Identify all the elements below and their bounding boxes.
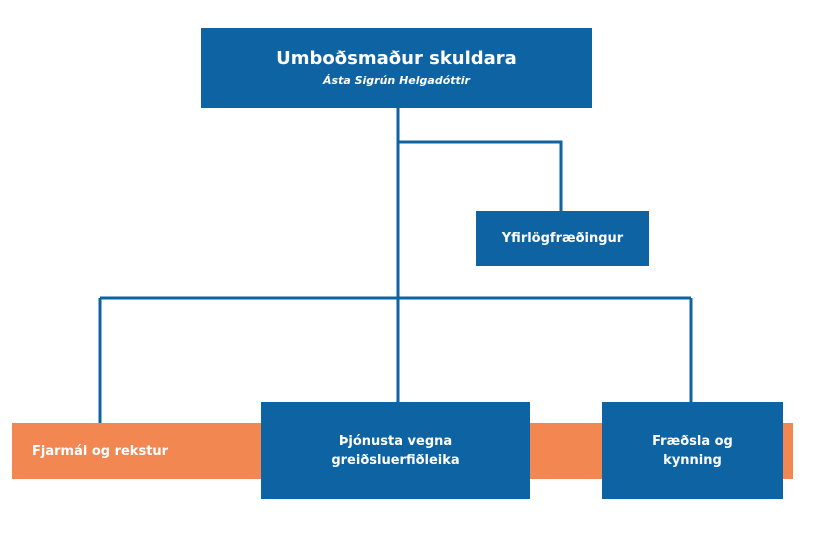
service-label-line2: greiðsluerfiðleika	[331, 452, 460, 468]
director-name: Ásta Sigrún Helgadóttir	[323, 73, 470, 87]
legal-counsel-label: Yfirlögfræðingur	[501, 231, 624, 246]
education-label-line1: Fræðsla og	[652, 433, 733, 449]
director-box: Umboðsmaður skuldara Ásta Sigrún Helgadó…	[201, 28, 592, 108]
connector-legal	[398, 140, 563, 211]
director-title: Umboðsmaður skuldara	[276, 47, 517, 69]
service-label-line1: Þjónusta vegna	[338, 433, 453, 449]
legal-counsel-box: Yfirlögfræðingur	[476, 211, 649, 266]
education-department-box: Fræðsla og kynning	[602, 402, 783, 499]
service-department-box: Þjónusta vegna greiðsluerfiðleika	[261, 402, 530, 499]
finance-label: Fjarmál og rekstur	[32, 443, 169, 459]
finance-department: Fjarmál og rekstur	[12, 423, 261, 479]
education-label-line2: kynning	[663, 452, 722, 468]
